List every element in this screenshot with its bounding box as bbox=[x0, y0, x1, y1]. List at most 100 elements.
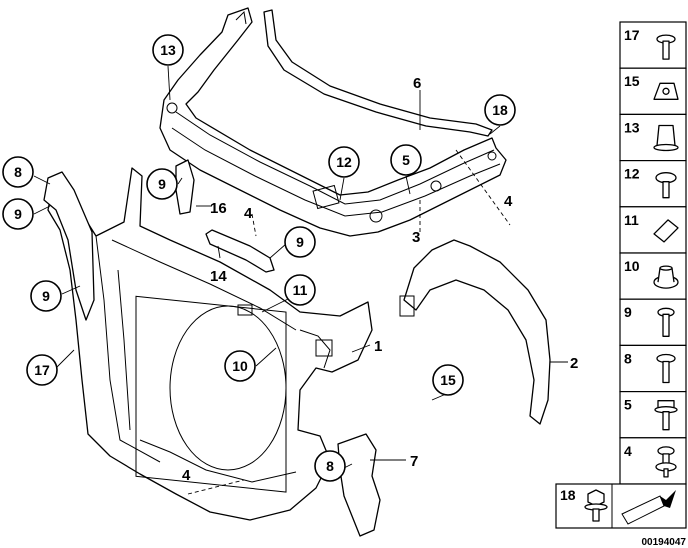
callout-13: 13 bbox=[160, 42, 176, 58]
leader-4b bbox=[455, 149, 511, 226]
legend-number: 11 bbox=[624, 212, 639, 228]
callout-2: 2 bbox=[570, 355, 578, 372]
push-rivet-icon bbox=[655, 172, 677, 199]
ln-9c bbox=[177, 177, 183, 185]
callout-12: 12 bbox=[336, 154, 352, 170]
ln-9a bbox=[33, 205, 51, 215]
legend-item: 12 bbox=[619, 160, 687, 208]
left-bracket bbox=[43, 171, 95, 321]
legend-item: 10 bbox=[619, 252, 687, 300]
rubber-mount-icon bbox=[653, 265, 679, 289]
legend-number: 9 bbox=[624, 304, 632, 320]
legend-item: 15 bbox=[619, 67, 687, 115]
legend-number-18: 18 bbox=[560, 487, 576, 503]
ln-12 bbox=[339, 177, 345, 201]
expanding-nut-icon bbox=[655, 446, 677, 478]
legend-item: 9 bbox=[619, 298, 687, 347]
legend-number: 17 bbox=[624, 27, 640, 43]
ln-9d bbox=[269, 243, 287, 259]
legend-item: 11 bbox=[619, 206, 687, 254]
upper-carrier bbox=[159, 7, 507, 237]
callout-circle-8a: 8 bbox=[2, 156, 34, 188]
bonnet-seal bbox=[263, 9, 493, 137]
ln-17 bbox=[55, 349, 75, 369]
flange-screw-icon bbox=[656, 353, 676, 384]
callout-7: 7 bbox=[410, 453, 418, 470]
callout-9b: 9 bbox=[42, 288, 50, 304]
arrow-icon bbox=[621, 490, 676, 525]
legend-number: 12 bbox=[624, 166, 640, 182]
callout-4a: 4 bbox=[244, 205, 253, 222]
ln-8a bbox=[33, 175, 51, 185]
callout-17: 17 bbox=[34, 362, 50, 378]
callout-11: 11 bbox=[293, 282, 308, 298]
legend-number: 8 bbox=[624, 350, 632, 366]
callout-circle-13: 13 bbox=[152, 34, 184, 66]
ln-18 bbox=[489, 125, 501, 135]
catalog-id: 00194047 bbox=[642, 537, 687, 548]
bracket-14 bbox=[205, 229, 275, 273]
spring-nut-icon bbox=[653, 82, 679, 100]
callout-9a: 9 bbox=[14, 206, 22, 222]
leader-4a bbox=[251, 213, 257, 237]
callout-18: 18 bbox=[492, 102, 508, 118]
callout-14: 14 bbox=[210, 268, 227, 285]
ln-5 bbox=[405, 175, 411, 195]
callout-4b: 4 bbox=[504, 193, 513, 210]
callout-6: 6 bbox=[413, 75, 421, 92]
bracket-16 bbox=[175, 159, 195, 215]
callout-16: 16 bbox=[210, 200, 227, 217]
ln-11 bbox=[261, 297, 291, 313]
callout-1: 1 bbox=[374, 338, 382, 355]
callout-circle-11: 11 bbox=[284, 274, 316, 306]
callout-3: 3 bbox=[412, 229, 420, 246]
ln-13 bbox=[167, 65, 171, 101]
ln-9b bbox=[61, 285, 81, 295]
cable-clip-icon bbox=[653, 219, 679, 243]
callout-8b: 8 bbox=[326, 458, 334, 474]
liner-bracket bbox=[399, 295, 415, 317]
hex-bolt-washer-icon bbox=[584, 489, 608, 522]
callout-circle-8b: 8 bbox=[314, 450, 346, 482]
callout-circle-18: 18 bbox=[484, 94, 516, 126]
legend-number: 10 bbox=[624, 258, 640, 274]
ln-1 bbox=[351, 344, 371, 353]
legend-number: 15 bbox=[624, 73, 640, 89]
legend-item: 8 bbox=[619, 344, 687, 393]
callout-circle-10: 10 bbox=[224, 350, 256, 382]
expanding-rivet-icon bbox=[653, 124, 679, 152]
callout-15: 15 bbox=[440, 372, 456, 388]
callout-9d: 9 bbox=[296, 234, 304, 250]
callout-8a: 8 bbox=[14, 164, 22, 180]
callout-4c: 4 bbox=[182, 467, 191, 484]
callout-circle-9d: 9 bbox=[284, 226, 316, 258]
legend-item: 5 bbox=[619, 391, 687, 439]
callout-circle-9c: 9 bbox=[146, 168, 178, 200]
wheel-arch-liner bbox=[403, 239, 551, 425]
legend-number: 13 bbox=[624, 119, 640, 135]
legend-item: 13 bbox=[619, 113, 687, 162]
plug-clip-icon bbox=[656, 34, 676, 60]
legend-number: 5 bbox=[624, 397, 632, 413]
collar-bolt-icon bbox=[654, 400, 678, 431]
callout-circle-5: 5 bbox=[390, 144, 422, 176]
callout-circle-9a: 9 bbox=[2, 198, 34, 230]
callout-circle-17: 17 bbox=[26, 354, 58, 386]
callout-9c: 9 bbox=[158, 176, 166, 192]
callout-10: 10 bbox=[232, 358, 248, 374]
hex-screw-icon bbox=[657, 307, 675, 337]
ln-14 bbox=[217, 245, 221, 259]
front-end-carrier bbox=[47, 167, 373, 521]
fastener-legend: 17 15 13 12 11 10 9 8 5 4 bbox=[619, 21, 687, 485]
callout-circle-9b: 9 bbox=[30, 280, 62, 312]
ln-10 bbox=[255, 347, 277, 367]
legend-item: 4 bbox=[619, 437, 687, 485]
legend-number: 4 bbox=[624, 443, 632, 459]
legend-item: 17 bbox=[619, 21, 687, 69]
bottom-legend: 18 bbox=[555, 483, 687, 529]
air-duct bbox=[337, 433, 381, 537]
callout-circle-15: 15 bbox=[432, 364, 464, 396]
callout-circle-12: 12 bbox=[328, 146, 360, 178]
